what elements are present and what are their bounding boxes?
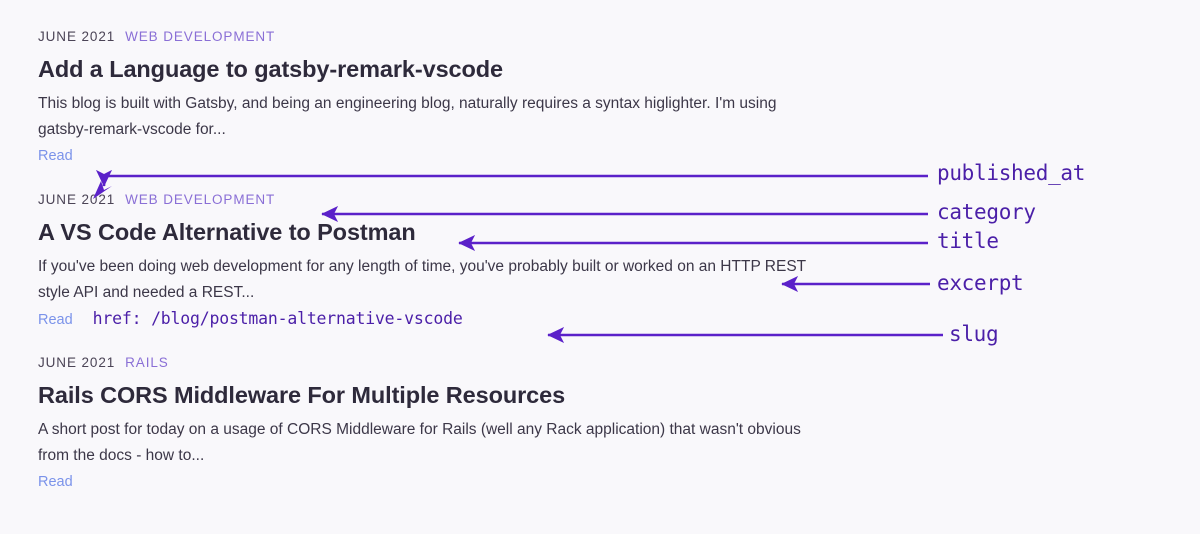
post-meta: JUNE 2021 RAILS <box>38 354 858 372</box>
post-card-2[interactable]: JUNE 2021 WEB DEVELOPMENT A VS Code Alte… <box>38 191 858 330</box>
post-category[interactable]: WEB DEVELOPMENT <box>125 192 276 207</box>
post-card-1[interactable]: JUNE 2021 WEB DEVELOPMENT Add a Language… <box>38 28 858 167</box>
post-list: JUNE 2021 WEB DEVELOPMENT Add a Language… <box>38 28 858 493</box>
post-card-3[interactable]: JUNE 2021 RAILS Rails CORS Middleware Fo… <box>38 354 858 493</box>
read-link[interactable]: Read <box>38 474 73 490</box>
post-category[interactable]: RAILS <box>125 355 169 370</box>
annotation-label-category: category <box>937 200 1036 224</box>
post-date: JUNE 2021 <box>38 355 116 370</box>
annotation-label-published-at: published_at <box>937 161 1086 185</box>
post-date: JUNE 2021 <box>38 192 116 207</box>
read-link[interactable]: Read <box>38 312 73 328</box>
post-category[interactable]: WEB DEVELOPMENT <box>125 29 276 44</box>
post-excerpt: If you've been doing web development for… <box>38 258 806 301</box>
post-footer: Read <box>38 471 858 493</box>
post-meta: JUNE 2021 WEB DEVELOPMENT <box>38 191 858 209</box>
annotation-label-title: title <box>937 229 999 253</box>
post-excerpt: This blog is built with Gatsby, and bein… <box>38 95 777 138</box>
post-excerpt: A short post for today on a usage of COR… <box>38 421 801 464</box>
post-footer: Read <box>38 145 858 167</box>
post-footer: Read href: /blog/postman-alternative-vsc… <box>38 308 858 330</box>
post-meta: JUNE 2021 WEB DEVELOPMENT <box>38 28 858 46</box>
post-title[interactable]: Rails CORS Middleware For Multiple Resou… <box>38 382 566 408</box>
annotation-label-excerpt: excerpt <box>937 271 1024 295</box>
post-title[interactable]: Add a Language to gatsby-remark-vscode <box>38 56 504 82</box>
read-link[interactable]: Read <box>38 148 73 164</box>
annotation-label-slug: slug <box>949 322 999 346</box>
slug-href-annotation: href: /blog/postman-alternative-vscode <box>92 309 463 328</box>
post-title[interactable]: A VS Code Alternative to Postman <box>38 219 416 245</box>
post-date: JUNE 2021 <box>38 29 116 44</box>
